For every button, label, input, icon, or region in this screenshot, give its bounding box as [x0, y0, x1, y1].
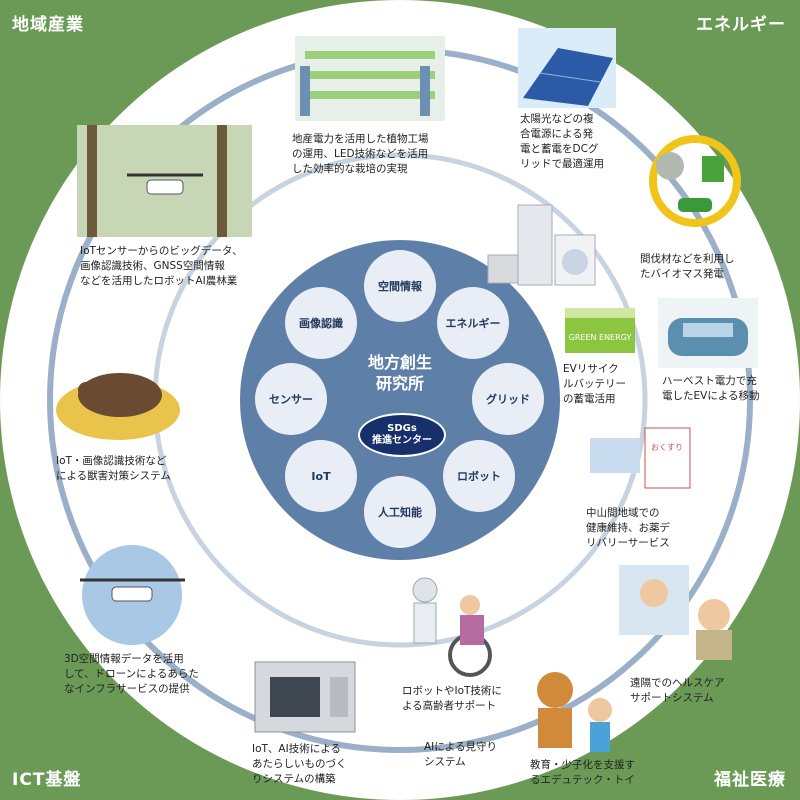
caption-manufacturing-line3: りシステムの構築: [252, 773, 336, 785]
forest-drone-illustration: [77, 125, 252, 237]
3d-printer-illustration: [254, 661, 356, 733]
caption-elderly-line2: よる高齢者サポート: [402, 700, 497, 712]
caption-solar: 太陽光などの複 合電源による発 電と蓄電をDCグ リッドで最適運用: [520, 112, 604, 172]
caption-wildlife-line1: IoT・画像認識技術など: [56, 455, 167, 467]
caption-forestry: IoTセンサーからのビッグデータ、 画像認識技術、GNSS空間情報 などを活用し…: [80, 244, 243, 289]
caption-solar-line1: 太陽光などの複: [520, 113, 594, 125]
center-title-line2: 研究所: [375, 374, 424, 393]
caption-plant-factory-line1: 地産電力を活用した植物工場: [292, 133, 429, 145]
ev-car-illustration: [658, 298, 758, 368]
caption-ev-battery-line3: の蓄電活用: [563, 393, 616, 405]
caption-elderly: ロボットやIoT技術に よる高齢者サポート: [402, 684, 502, 714]
caption-medicine: 中山間地域での 健康維持、お薬デ リバリーサービス: [586, 506, 670, 551]
caption-edutech-line2: るエデュテック・トイ: [530, 774, 635, 786]
solar-panel-illustration: [518, 28, 616, 108]
tech-grid: グリッド: [472, 363, 544, 435]
caption-harvest-ev-line1: ハーベスト電力で充: [662, 375, 757, 387]
tech-ai: 人工知能: [364, 476, 436, 548]
corner-label-ict-infrastructure: ICT基盤: [12, 770, 82, 790]
caption-watch: AIによる見守り システム: [424, 740, 497, 770]
caption-ev-battery-line1: EVリサイク: [563, 363, 619, 375]
caption-drone3d-line2: して、ドローンによるあらた: [64, 668, 199, 680]
caption-manufacturing: IoT、AI技術による あたらしいものづく りシステムの構築: [252, 742, 347, 787]
caption-manufacturing-line1: IoT、AI技術による: [252, 743, 341, 755]
medicine-illustration: おくすり: [590, 427, 691, 489]
ev-battery-illustration: GREEN ENERGY: [565, 308, 635, 353]
tech-sensor: センサー: [255, 363, 327, 435]
sdgs-badge: SDGs 推進センター: [358, 413, 446, 457]
caption-drone3d: 3D空間情報データを活用 して、ドローンによるあらた なインフラサービスの提供: [64, 652, 199, 697]
tech-iot: IoT: [285, 440, 357, 512]
caption-harvest-ev: ハーベスト電力で充 電したEVによる移動: [662, 374, 760, 404]
caption-edutech: 教育・少子化を支援す るエデュテック・トイ: [530, 758, 635, 788]
caption-watch-line1: AIによる見守り: [424, 741, 497, 753]
drone-3d-illustration: [80, 545, 185, 645]
center-title: 地方創生 研究所: [340, 352, 460, 394]
corner-label-welfare-medical: 福祉医療: [714, 770, 786, 790]
caption-medicine-line1: 中山間地域での: [586, 507, 660, 519]
medicine-bag-label: おくすり: [651, 443, 683, 452]
caption-ev-battery: EVリサイク ルバッテリー の蓄電活用: [563, 362, 626, 407]
wild-boar-illustration: [56, 373, 180, 440]
caption-drone3d-line1: 3D空間情報データを活用: [64, 653, 184, 665]
caption-telehealth: 遠隔でのヘルスケア サポートシステム: [630, 676, 725, 706]
caption-forestry-line2: 画像認識技術、GNSS空間情報: [80, 260, 225, 272]
tech-spatial-info: 空間情報: [364, 250, 436, 322]
caption-manufacturing-line2: あたらしいものづく: [252, 758, 347, 770]
caption-medicine-line3: リバリーサービス: [586, 537, 670, 549]
edutech-toy-illustration: [537, 672, 612, 752]
caption-solar-line4: リッドで最適運用: [520, 158, 604, 170]
caption-wildlife-line2: による獣害対策システム: [56, 470, 171, 482]
center-title-line1: 地方創生: [367, 353, 432, 372]
battery-text: GREEN ENERGY: [569, 333, 632, 342]
telehealth-illustration: [619, 565, 732, 660]
caption-edutech-line1: 教育・少子化を支援す: [530, 759, 635, 771]
caption-medicine-line2: 健康維持、お薬デ: [586, 522, 670, 534]
caption-drone3d-line3: なインフラサービスの提供: [64, 683, 190, 695]
corner-label-regional-industry: 地域産業: [12, 15, 84, 35]
caption-watch-line2: システム: [424, 756, 466, 768]
caption-plant-factory: 地産電力を活用した植物工場 の運用、LED技術などを活用 した効率的な栽培の実現: [292, 132, 429, 177]
caption-telehealth-line2: サポートシステム: [630, 692, 714, 704]
caption-elderly-line1: ロボットやIoT技術に: [402, 685, 502, 697]
caption-biomass: 間伐材などを利用し たバイオマス発電: [640, 252, 735, 282]
caption-wildlife: IoT・画像認識技術など による獣害対策システム: [56, 454, 171, 484]
tech-energy: エネルギー: [437, 287, 509, 359]
plant-factory-illustration: [295, 36, 445, 121]
sdgs-badge-line1: SDGs: [387, 423, 417, 434]
caption-plant-factory-line3: した効率的な栽培の実現: [292, 163, 408, 175]
caption-biomass-line2: たバイオマス発電: [640, 268, 724, 280]
sdgs-badge-line2: 推進センター: [372, 435, 432, 446]
caption-plant-factory-line2: の運用、LED技術などを活用: [292, 148, 429, 160]
biomass-illustration: [649, 135, 741, 227]
corner-label-energy: エネルギー: [696, 15, 786, 35]
caption-solar-line3: 電と蓄電をDCグ: [520, 143, 599, 155]
caption-solar-line2: 合電源による発: [520, 128, 594, 140]
appliances-illustration: [487, 204, 596, 286]
caption-biomass-line1: 間伐材などを利用し: [640, 253, 735, 265]
caption-forestry-line1: IoTセンサーからのビッグデータ、: [80, 245, 243, 257]
tech-robot: ロボット: [443, 440, 515, 512]
caption-forestry-line3: などを活用したロボットAI農林業: [80, 275, 238, 287]
elderly-support-illustration: [412, 577, 492, 677]
caption-harvest-ev-line2: 電したEVによる移動: [662, 390, 760, 402]
tech-image-recognition: 画像認識: [285, 287, 357, 359]
caption-telehealth-line1: 遠隔でのヘルスケア: [630, 677, 725, 689]
caption-ev-battery-line2: ルバッテリー: [563, 378, 626, 390]
